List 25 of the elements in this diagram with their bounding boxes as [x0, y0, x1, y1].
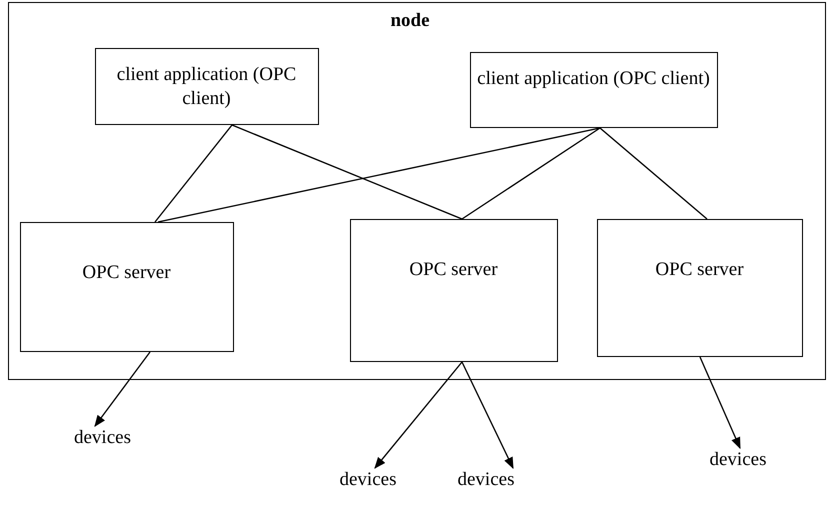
box-label: OPC server	[654, 258, 745, 282]
arrow	[699, 356, 741, 450]
connector-line	[600, 128, 708, 220]
process-box	[470, 52, 718, 128]
text-label: devices	[338, 468, 398, 492]
text-label: devices	[708, 448, 768, 472]
process-box	[596, 218, 802, 356]
process-box	[350, 218, 558, 362]
text-label: devices	[456, 468, 516, 492]
text-label: devices	[73, 426, 132, 450]
box-label: node	[389, 9, 431, 33]
connector-line	[462, 127, 600, 220]
arrow	[461, 362, 514, 470]
box-label: client application (OPC client)	[476, 66, 710, 90]
box-label: OPC server	[408, 258, 499, 282]
box-label: client application (OPC client)	[116, 62, 298, 110]
box-label: OPC server	[81, 260, 172, 284]
connector-line	[154, 124, 232, 222]
connector-line	[232, 124, 462, 220]
container-box	[8, 2, 826, 380]
connector-line	[158, 127, 600, 223]
arrow	[374, 362, 462, 469]
process-box	[20, 222, 234, 352]
arrow	[94, 352, 151, 427]
process-box	[94, 48, 318, 124]
